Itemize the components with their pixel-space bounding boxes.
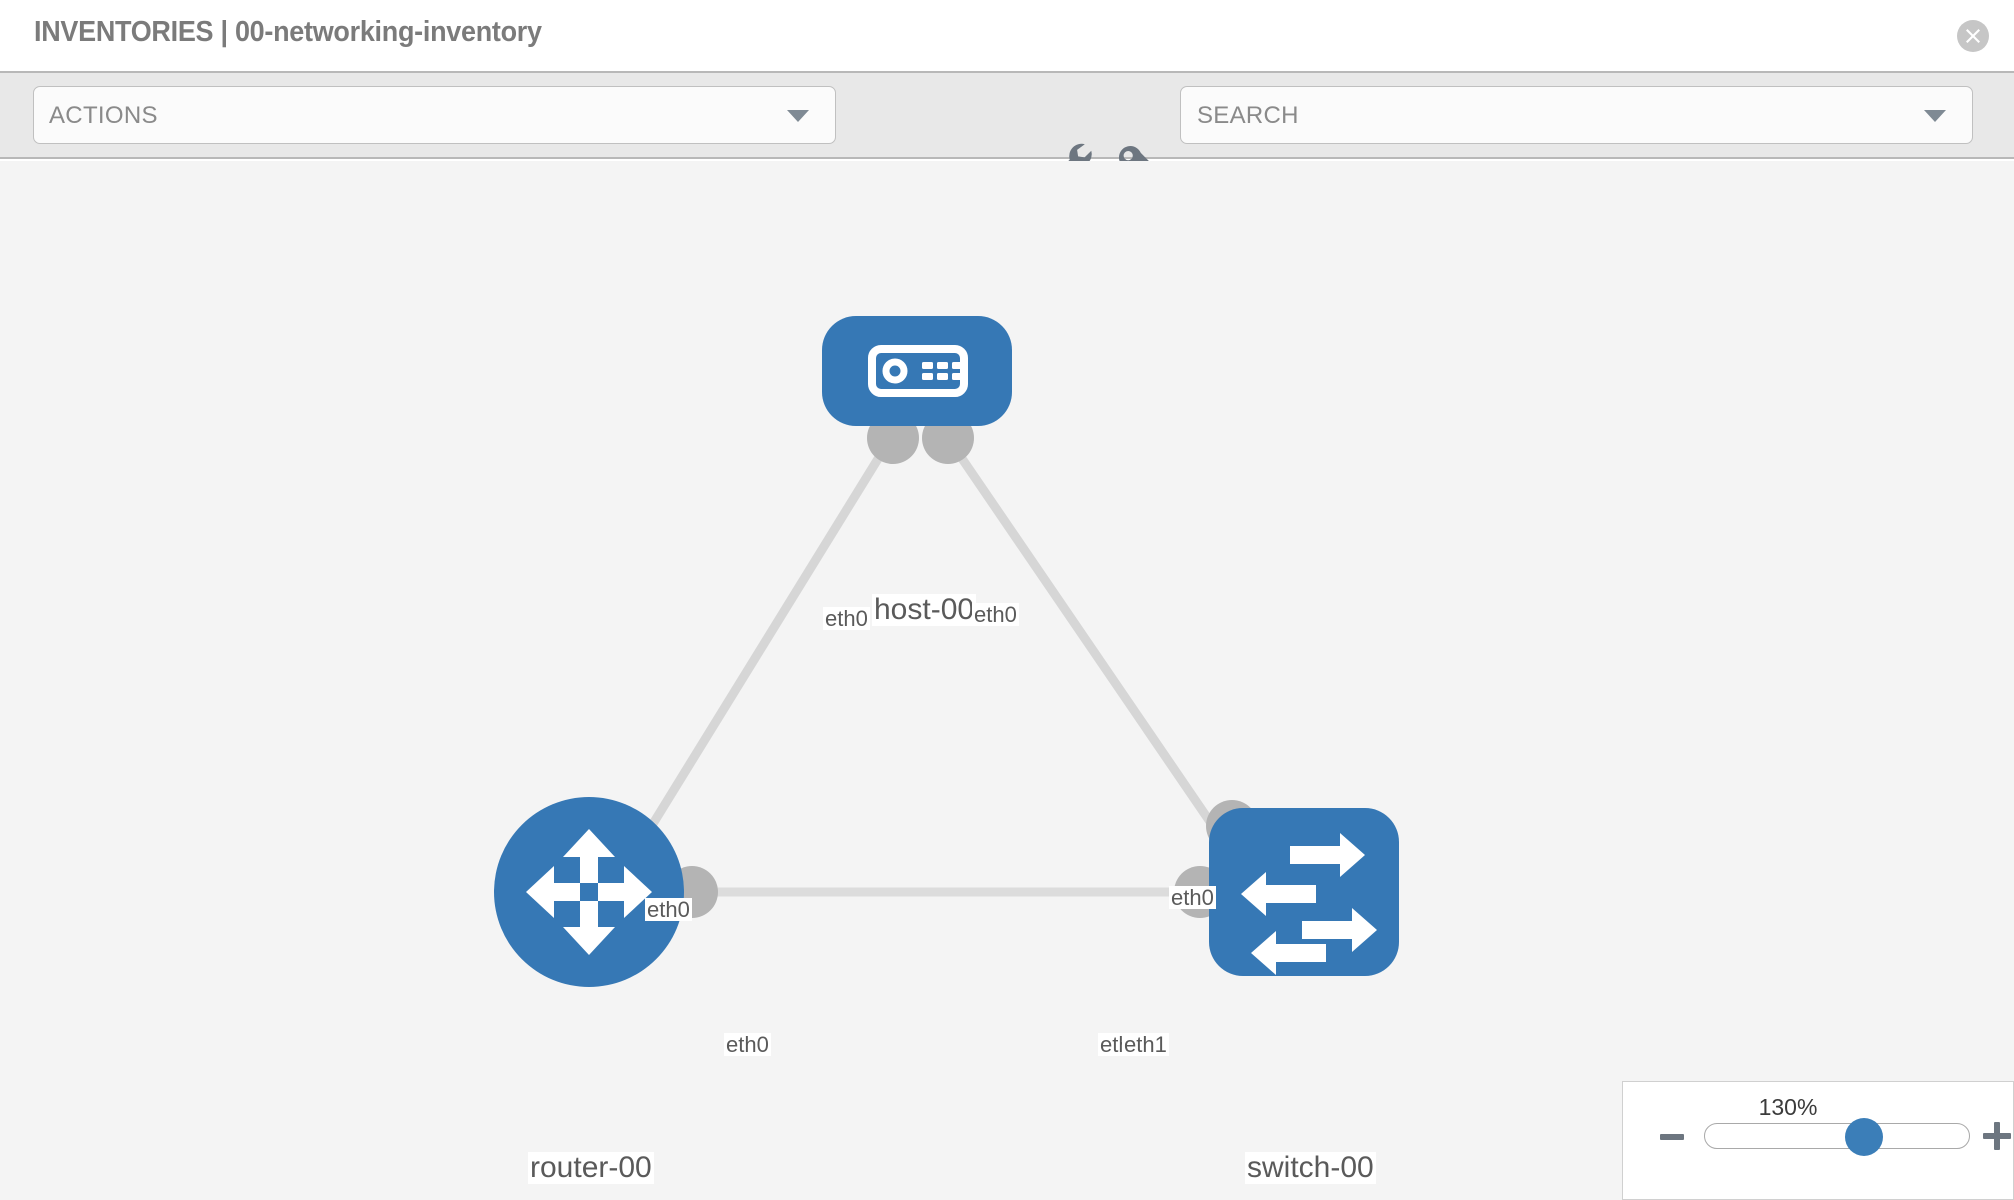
interface-label-host00-right: eth0 (972, 602, 1019, 627)
node-label-host-00: host-00 (872, 593, 977, 626)
toolbar: ACTIONS SEARCH (0, 71, 2014, 183)
close-button[interactable] (1957, 20, 1989, 52)
minus-icon[interactable] (1660, 1134, 1684, 1140)
link-host00-switch00[interactable] (946, 438, 1234, 854)
chevron-down-icon (1924, 110, 1946, 122)
interface-label-host00-left: eth0 (823, 606, 870, 631)
router-four-arrows-icon (526, 829, 652, 955)
search-placeholder: SEARCH (1197, 102, 1299, 129)
node-switch-00[interactable] (1209, 808, 1399, 976)
search-input[interactable]: SEARCH (1180, 86, 1973, 144)
interface-label-switch00-uplink: eth0 (1169, 885, 1216, 910)
plus-icon[interactable] (1983, 1122, 2011, 1150)
page-header: INVENTORIES | 00-networking-inventory (0, 0, 2014, 71)
topology-graph (494, 316, 1399, 987)
node-router-00[interactable] (494, 797, 684, 987)
topology-links (626, 438, 1234, 897)
node-label-switch-00: switch-00 (1245, 1151, 1376, 1184)
zoom-slider-thumb[interactable] (1845, 1118, 1883, 1156)
node-label-router-00: router-00 (528, 1151, 654, 1184)
interface-label-router00-uplink: eth0 (645, 897, 692, 922)
interface-label-router00-eth0: eth0 (724, 1032, 771, 1057)
close-circle-icon (1966, 29, 1980, 43)
server-appliance-icon (868, 345, 968, 397)
link-host00-router00[interactable] (626, 438, 893, 864)
actions-dropdown-label: ACTIONS (49, 102, 158, 129)
interface-label-switch00-eth1: eth1 (1122, 1032, 1169, 1057)
topology-canvas[interactable]: host-00 router-00 switch-00 eth0 eth0 et… (0, 161, 2014, 1200)
page-title: INVENTORIES | 00-networking-inventory (34, 16, 542, 48)
chevron-down-icon (787, 110, 809, 122)
switch-swap-arrows-icon (1241, 833, 1377, 975)
zoom-control-panel: 130% (1622, 1081, 2014, 1200)
zoom-percent-label: 130% (1758, 1094, 1818, 1120)
zoom-slider[interactable] (1704, 1118, 1970, 1156)
actions-dropdown[interactable]: ACTIONS (33, 86, 836, 144)
node-host-00[interactable] (822, 316, 1012, 426)
